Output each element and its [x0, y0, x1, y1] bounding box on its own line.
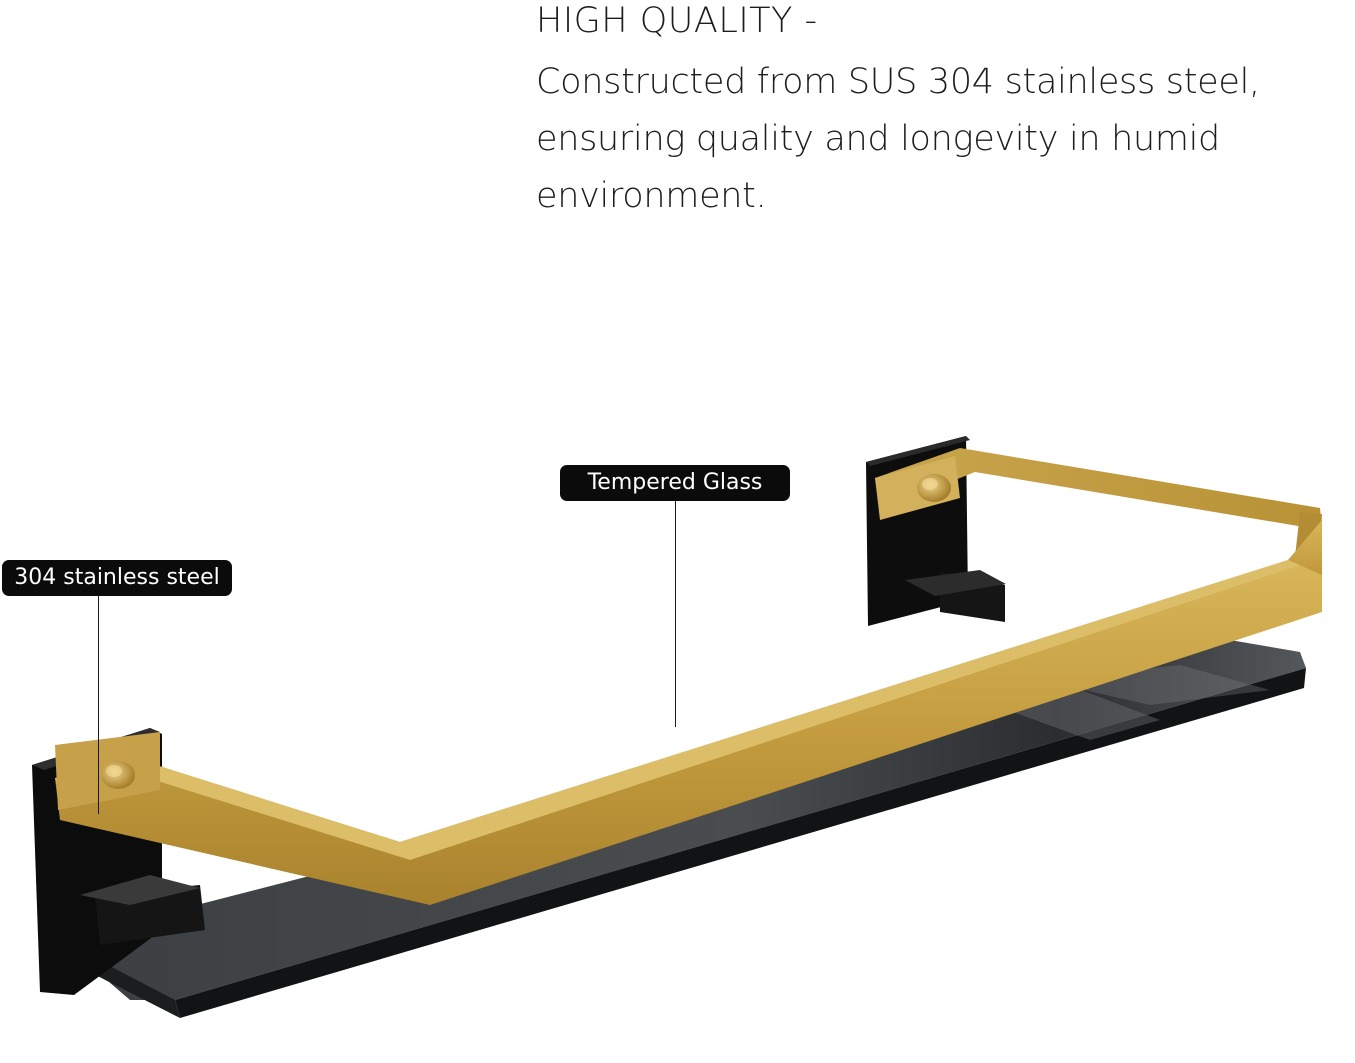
headline: HIGH QUALITY - Constructed from SUS 304 … [536, 0, 1351, 225]
headline-description: Constructed from SUS 304 stainless steel… [536, 62, 1260, 216]
headline-title: HIGH QUALITY - [536, 1, 818, 41]
screw-back [917, 474, 951, 502]
glass-leader-line [675, 501, 676, 727]
screw-front [101, 761, 135, 789]
callout-stainless-steel: 304 stainless steel [2, 560, 232, 596]
callout-tempered-glass: Tempered Glass [560, 465, 790, 501]
steel-leader-line [98, 596, 99, 814]
